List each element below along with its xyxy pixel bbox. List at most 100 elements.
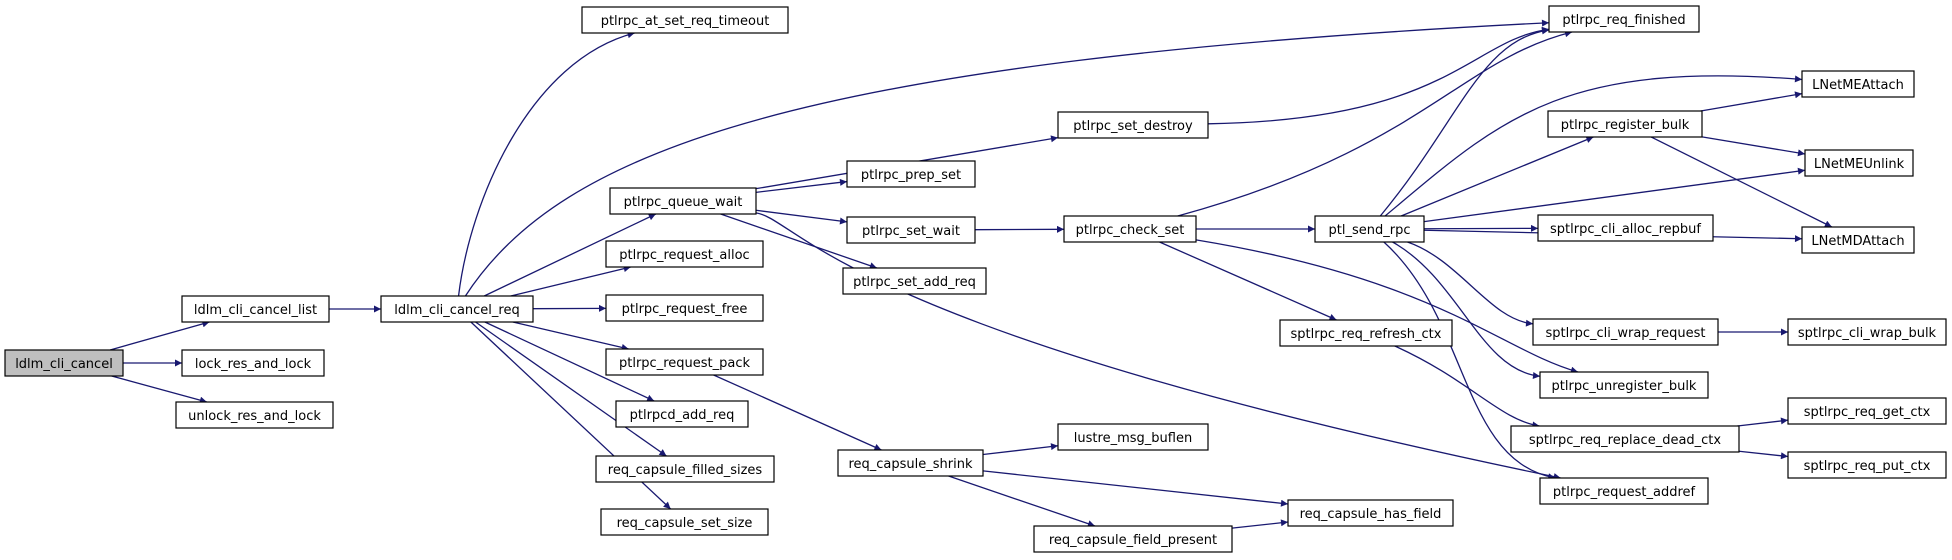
node-register-bulk[interactable]: ptlrpc_register_bulk [1547, 110, 1703, 138]
node-box [175, 401, 334, 429]
node-label: ptlrpc_request_addref [1553, 485, 1696, 500]
node-queue-wait[interactable]: ptlrpc_queue_wait [609, 187, 757, 215]
edge-cancel_req-to-request_alloc [510, 265, 631, 297]
node-prep-set[interactable]: ptlrpc_prep_set [846, 160, 976, 188]
node-field-present[interactable]: req_capsule_field_present [1033, 525, 1233, 553]
node-label: LNetMEUnlink [1814, 157, 1905, 172]
node-box [837, 449, 984, 477]
node-put-ctx[interactable]: sptlrpc_req_put_ctx [1787, 451, 1947, 479]
node-check-set[interactable]: ptlrpc_check_set [1063, 215, 1197, 243]
node-ptlrpcd-add-req[interactable]: ptlrpcd_add_req [615, 400, 749, 428]
node-label: sptlrpc_req_get_ctx [1804, 405, 1931, 420]
edge-send_rpc-to-req_finished [1379, 27, 1550, 217]
node-label: req_capsule_has_field [1300, 507, 1442, 522]
node-box [1548, 5, 1700, 33]
node-at-set-timeout[interactable]: ptlrpc_at_set_req_timeout [581, 6, 789, 34]
edge-send_rpc-to-me_attach [1384, 75, 1803, 217]
node-label: req_capsule_field_present [1049, 533, 1217, 548]
node-me-attach[interactable]: LNetMEAttach [1801, 70, 1915, 98]
node-box [600, 508, 769, 536]
node-lock-res[interactable]: lock_res_and_lock [181, 349, 325, 377]
node-cancel-req[interactable]: ldlm_cli_cancel_req [380, 295, 534, 323]
node-box [1539, 477, 1709, 505]
edge-send_rpc-to-me_unlink [1423, 167, 1806, 223]
node-box [1063, 215, 1197, 243]
node-set-add-req[interactable]: ptlrpc_set_add_req [842, 267, 987, 295]
node-md-attach[interactable]: LNetMDAttach [1801, 226, 1915, 254]
node-box [605, 294, 764, 322]
node-filled-sizes[interactable]: req_capsule_filled_sizes [595, 455, 775, 483]
edge-check_set-to-refresh_ctx [1159, 241, 1337, 321]
node-box [1510, 425, 1740, 453]
node-send-rpc[interactable]: ptl_send_rpc [1314, 215, 1425, 243]
node-refresh-ctx[interactable]: sptlrpc_req_refresh_ctx [1279, 319, 1453, 347]
node-label: ldlm_cli_cancel_list [194, 303, 317, 318]
node-set-destroy[interactable]: ptlrpc_set_destroy [1057, 111, 1209, 139]
node-request-addref[interactable]: ptlrpc_request_addref [1539, 477, 1709, 505]
node-box [1279, 319, 1453, 347]
node-unlock-res[interactable]: unlock_res_and_lock [175, 401, 334, 429]
node-label: ptlrpc_request_free [622, 302, 748, 317]
edge-queue_wait-to-prep_set [755, 178, 848, 194]
edge-send_rpc-to-wrap_request [1407, 241, 1534, 327]
edge-check_set-to-req_finished [1177, 30, 1573, 217]
node-get-ctx[interactable]: sptlrpc_req_get_ctx [1787, 397, 1947, 425]
node-label: lustre_msg_buflen [1074, 431, 1192, 446]
node-request-alloc[interactable]: ptlrpc_request_alloc [605, 240, 764, 268]
node-label: ldlm_cli_cancel [15, 357, 113, 372]
edge-request_pack-to-capsule_shrink [713, 374, 882, 451]
node-label: ptlrpcd_add_req [630, 408, 735, 423]
node-box [1539, 371, 1709, 399]
edge-register_bulk-to-me_attach [1700, 91, 1803, 112]
edge-root-to-cancel_list [109, 320, 210, 351]
edge-replace_dead_ctx-to-get_ctx [1737, 417, 1789, 427]
edge-cancel_req-to-queue_wait [483, 213, 657, 297]
node-label: lock_res_and_lock [195, 357, 312, 372]
node-label: ptlrpc_request_pack [619, 356, 750, 371]
node-me-unlink[interactable]: LNetMEUnlink [1804, 149, 1914, 177]
node-request-free[interactable]: ptlrpc_request_free [605, 294, 764, 322]
node-box [581, 6, 789, 34]
edge-capsule_shrink-to-field_present [948, 475, 1096, 528]
node-unregister-bulk[interactable]: ptlrpc_unregister_bulk [1539, 371, 1709, 399]
node-root[interactable]: ldlm_cli_cancel [4, 349, 124, 377]
node-alloc-repbuf[interactable]: sptlrpc_cli_alloc_repbuf [1537, 214, 1714, 242]
node-req-finished[interactable]: ptlrpc_req_finished [1548, 5, 1700, 33]
edge-set_destroy-to-req_finished [1207, 26, 1550, 125]
node-label: sptlrpc_req_refresh_ctx [1291, 327, 1442, 342]
edge-queue_wait-to-set_add_req [720, 213, 878, 270]
edge-capsule_shrink-to-has_field [982, 470, 1289, 507]
node-label: LNetMEAttach [1812, 78, 1904, 93]
node-has-field[interactable]: req_capsule_has_field [1287, 499, 1454, 527]
node-box [1057, 111, 1209, 139]
node-box [1787, 397, 1947, 425]
node-replace-dead-ctx[interactable]: sptlrpc_req_replace_dead_ctx [1510, 425, 1740, 453]
node-label: sptlrpc_req_replace_dead_ctx [1529, 433, 1722, 448]
node-label: sptlrpc_req_put_ctx [1804, 459, 1931, 474]
edge-field_present-to-has_field [1231, 519, 1289, 529]
node-box [846, 160, 976, 188]
node-set-size[interactable]: req_capsule_set_size [600, 508, 769, 536]
node-box [1057, 423, 1209, 451]
node-box [1314, 215, 1425, 243]
node-label: ptlrpc_queue_wait [624, 195, 743, 210]
node-label: ptlrpc_set_add_req [853, 275, 976, 290]
node-box [1787, 451, 1947, 479]
node-cancel-list[interactable]: ldlm_cli_cancel_list [181, 295, 330, 323]
edge-cancel_req-to-ptlrpcd_add_req [484, 321, 655, 402]
node-box [595, 455, 775, 483]
node-set-wait[interactable]: ptlrpc_set_wait [846, 216, 976, 244]
node-label: ptlrpc_check_set [1076, 223, 1185, 238]
node-box [1537, 214, 1714, 242]
node-box [1804, 149, 1914, 177]
node-box [1532, 318, 1719, 346]
edge-refresh_ctx-to-replace_dead_ctx [1394, 345, 1540, 429]
node-capsule-shrink[interactable]: req_capsule_shrink [837, 449, 984, 477]
node-msg-buflen[interactable]: lustre_msg_buflen [1057, 423, 1209, 451]
node-wrap-request[interactable]: sptlrpc_cli_wrap_request [1532, 318, 1719, 346]
node-wrap-bulk[interactable]: sptlrpc_cli_wrap_bulk [1787, 318, 1947, 346]
node-label: ptlrpc_unregister_bulk [1552, 379, 1697, 394]
node-request-pack[interactable]: ptlrpc_request_pack [605, 348, 764, 376]
edge-queue_wait-to-set_wait [755, 209, 848, 225]
node-label: ptlrpc_req_finished [1562, 13, 1685, 28]
